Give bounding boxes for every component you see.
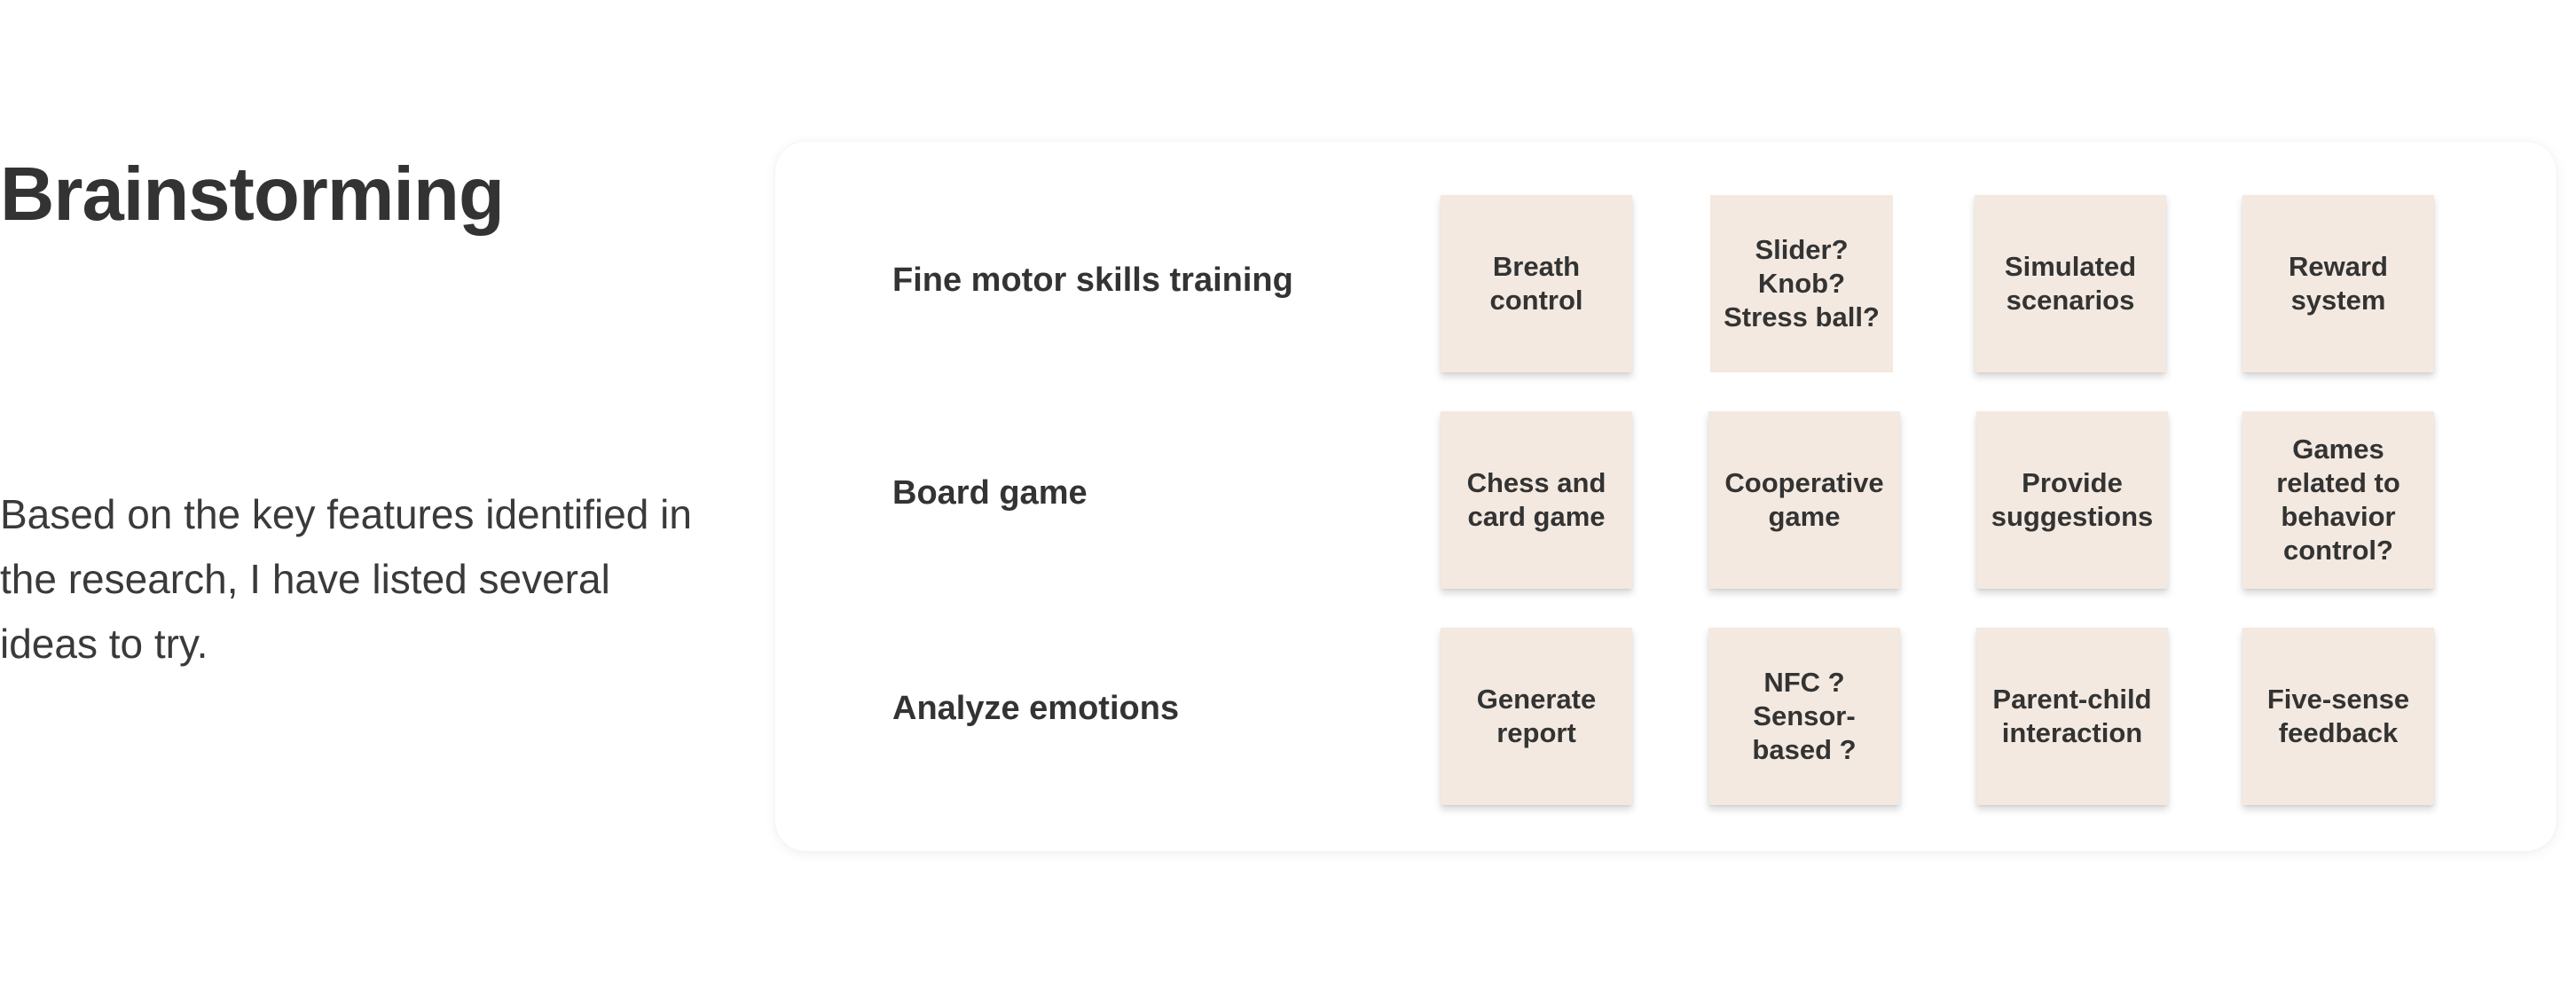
sticky-note-text: Provide suggestions bbox=[1991, 467, 2154, 532]
sticky-note[interactable]: Generate report bbox=[1441, 628, 1632, 805]
sticky-note[interactable]: Parent-child interaction bbox=[1976, 628, 2168, 805]
page-title: Brainstorming bbox=[0, 152, 505, 237]
intro-text: Based on the key features identified in … bbox=[0, 491, 692, 667]
sticky-note[interactable]: Slider? Knob? Stress ball? bbox=[1710, 195, 1893, 372]
sticky-note-text: Breath control bbox=[1489, 251, 1583, 316]
sticky-note-text: Chess and card game bbox=[1466, 467, 1606, 532]
row-label-board-game: Board game bbox=[892, 474, 1088, 512]
brainstorm-board: Fine motor skills training Breath contro… bbox=[775, 142, 2556, 851]
sticky-note[interactable]: Cooperative game bbox=[1708, 411, 1900, 589]
sticky-note-text: Games related to behavior control? bbox=[2276, 434, 2400, 566]
sticky-note[interactable]: Games related to behavior control? bbox=[2242, 411, 2434, 589]
sticky-note[interactable]: Breath control bbox=[1441, 195, 1632, 372]
row-label-fine-motor: Fine motor skills training bbox=[892, 262, 1293, 299]
row-label-analyze-emotions: Analyze emotions bbox=[892, 690, 1180, 727]
sticky-note-text: Parent-child interaction bbox=[1992, 684, 2152, 748]
sticky-note[interactable]: Reward system bbox=[2242, 195, 2434, 372]
sticky-note-text: NFC ? Sensor-based ? bbox=[1752, 667, 1857, 765]
sticky-note[interactable]: NFC ? Sensor-based ? bbox=[1708, 628, 1900, 805]
sticky-note[interactable]: Simulated scenarios bbox=[1975, 195, 2166, 372]
sticky-note[interactable]: Five-sense feedback bbox=[2242, 628, 2434, 805]
sticky-note-text: Five-sense feedback bbox=[2266, 684, 2410, 748]
sticky-note-text: Reward system bbox=[2289, 251, 2388, 316]
sticky-note[interactable]: Provide suggestions bbox=[1976, 411, 2168, 589]
sticky-note-text: Simulated scenarios bbox=[2004, 251, 2137, 316]
sticky-note-text: Generate report bbox=[1476, 684, 1597, 748]
sticky-note-text: Slider? Knob? Stress ball? bbox=[1724, 234, 1880, 332]
sticky-note-text: Cooperative game bbox=[1724, 467, 1884, 532]
sticky-note[interactable]: Chess and card game bbox=[1441, 411, 1632, 589]
